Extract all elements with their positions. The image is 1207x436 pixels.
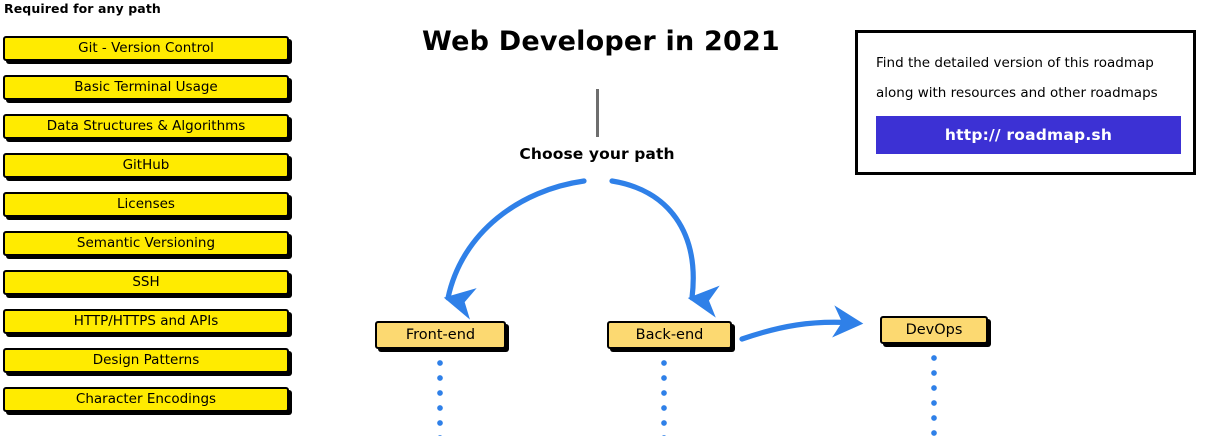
required-item-label: Licenses [117, 195, 175, 212]
required-item-label: Design Patterns [92, 351, 200, 368]
required-item-ssh[interactable]: SSH [3, 270, 289, 295]
promo-text-line-1: Find the detailed version of this roadma… [876, 55, 1154, 71]
required-item-label: Character Encodings [75, 390, 217, 407]
path-box-label: DevOps [905, 321, 963, 338]
required-item-label: SSH [132, 273, 160, 290]
promo-text-line-2: along with resources and other roadmaps [876, 85, 1158, 101]
required-item-http-https-and-apis[interactable]: HTTP/HTTPS and APIs [3, 309, 289, 334]
title-stem-connector [596, 89, 599, 137]
path-box-back-end[interactable]: Back-end [607, 321, 732, 349]
required-item-design-patterns[interactable]: Design Patterns [3, 348, 289, 373]
required-item-licenses[interactable]: Licenses [3, 192, 289, 217]
required-item-label: Data Structures & Algorithms [46, 117, 246, 134]
path-box-label: Back-end [635, 326, 704, 343]
required-item-label: Basic Terminal Usage [74, 78, 218, 95]
arrow-to-frontend [443, 178, 587, 320]
page-title: Web Developer in 2021 [422, 26, 780, 57]
required-item-semantic-versioning[interactable]: Semantic Versioning [3, 231, 289, 256]
required-item-label: Git - Version Control [78, 39, 214, 56]
required-item-label: HTTP/HTTPS and APIs [73, 312, 219, 329]
path-box-front-end[interactable]: Front-end [375, 321, 506, 349]
dotted-trail-devops [931, 355, 937, 436]
roadmap-promo-card: Find the detailed version of this roadma… [855, 30, 1196, 175]
path-box-label: Front-end [405, 326, 476, 343]
dotted-trail-front-end [437, 360, 443, 436]
arrow-to-backend [609, 178, 720, 318]
path-box-devops[interactable]: DevOps [880, 316, 988, 344]
required-item-basic-terminal-usage[interactable]: Basic Terminal Usage [3, 75, 289, 100]
required-section-heading: Required for any path [4, 1, 161, 16]
dotted-trail-back-end [661, 360, 667, 436]
required-item-github[interactable]: GitHub [3, 153, 289, 178]
required-for-any-path-section: Required for any path Git - Version Cont… [3, 0, 295, 436]
required-item-git-version-control[interactable]: Git - Version Control [3, 36, 289, 61]
choose-your-path-label: Choose your path [519, 145, 675, 163]
required-item-character-encodings[interactable]: Character Encodings [3, 387, 289, 412]
required-item-label: GitHub [122, 156, 170, 173]
required-item-label: Semantic Versioning [76, 234, 216, 251]
required-item-data-structures-algorithms[interactable]: Data Structures & Algorithms [3, 114, 289, 139]
roadmap-sh-link-button[interactable]: http:// roadmap.sh [876, 116, 1181, 154]
arrow-backend-to-devops [739, 305, 864, 342]
